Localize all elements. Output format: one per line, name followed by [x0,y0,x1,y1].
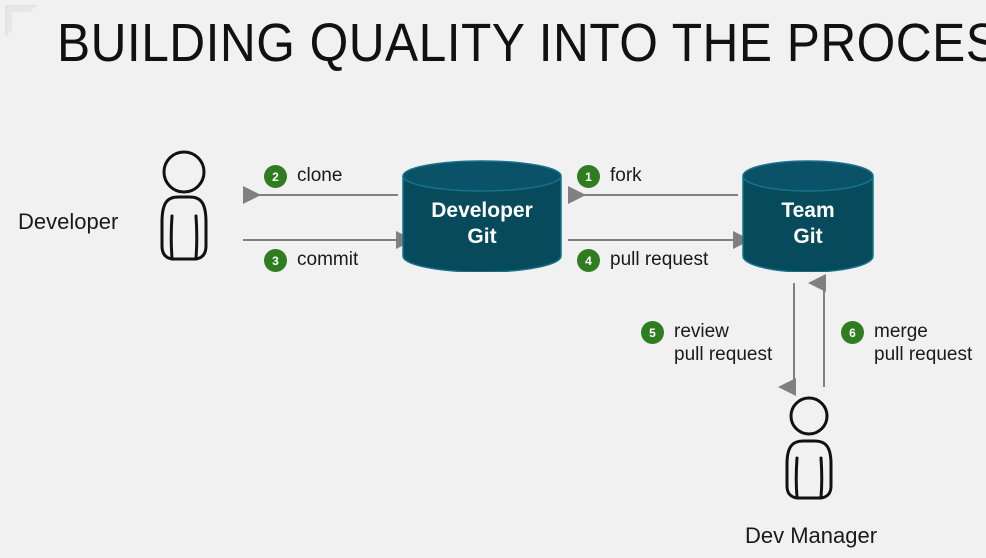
step-2-badge: 2 [264,165,287,188]
step-2-line1: clone [297,165,343,186]
step-5-line2: pull request [674,344,773,365]
node-team-git: Team Git [741,160,875,273]
step-1-badge: 1 [577,165,600,188]
step-6-line2: pull request [874,344,973,365]
step-4-pull-request: 4 pull request [577,248,708,272]
page-title: BUILDING QUALITY INTO THE PROCESS [57,13,986,73]
step-6-badge: 6 [841,321,864,344]
step-5-label: review pull request [674,320,772,366]
step-3-line1: commit [297,249,359,270]
step-6-line1: merge [874,321,928,342]
corner-bracket-logo-icon [5,5,36,36]
step-5-review-pull-request: 5 review pull request [641,320,772,366]
step-1-fork: 1 fork [577,164,642,188]
step-1-line1: fork [610,165,642,186]
step-5-badge: 5 [641,321,664,344]
step-4-line1: pull request [610,249,709,270]
person-icon-developer [160,150,208,261]
step-6-merge-pull-request: 6 merge pull request [841,320,972,366]
label-developer: Developer [18,209,119,234]
step-6-label: merge pull request [874,320,972,366]
database-cylinder-icon [402,160,562,273]
step-3-label: commit [297,248,358,271]
step-3-badge: 3 [264,249,287,272]
step-2-clone: 2 clone [264,164,342,188]
node-developer-git: Developer Git [401,160,563,273]
person-icon-dev-manager [785,396,833,500]
step-2-label: clone [297,164,342,187]
step-4-label: pull request [610,248,708,271]
step-3-commit: 3 commit [264,248,358,272]
step-5-line1: review [674,321,729,342]
step-1-label: fork [610,164,642,187]
database-cylinder-icon [742,160,874,273]
label-dev-manager: Dev Manager [745,523,878,548]
step-4-badge: 4 [577,249,600,272]
